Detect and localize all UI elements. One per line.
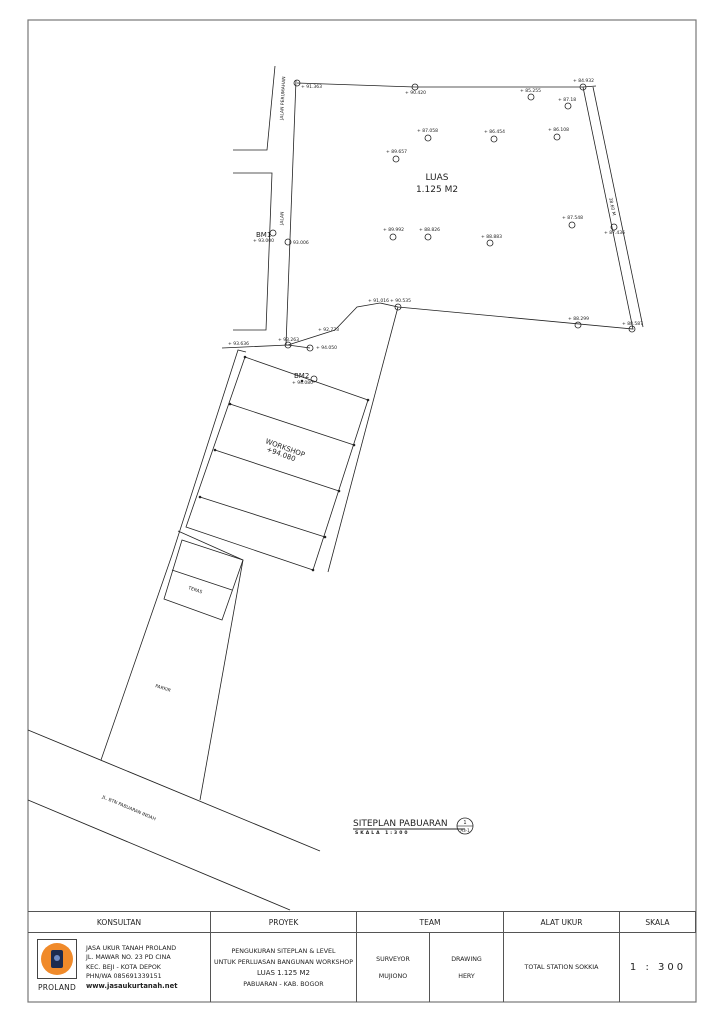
workshop-corner-points bbox=[198, 355, 370, 572]
svg-text:+ 94.050: + 94.050 bbox=[316, 345, 337, 351]
main-street bbox=[27, 729, 321, 911]
konsultan-phone: PHN/WA 085691339151 bbox=[86, 973, 162, 981]
svg-text:+ 87.436: + 87.436 bbox=[604, 230, 625, 236]
svg-text:+ 87.548: + 87.548 bbox=[562, 215, 583, 221]
svg-text:+ 88.826: + 88.826 bbox=[419, 227, 440, 233]
svg-text:+ 89.992: + 89.992 bbox=[383, 227, 404, 233]
svg-text:+ 85.255: + 85.255 bbox=[520, 88, 541, 94]
teras-label: TERAS bbox=[186, 585, 203, 596]
area-label: LUAS bbox=[425, 173, 448, 183]
svg-text:+ 91.016: + 91.016 bbox=[368, 298, 389, 304]
teras bbox=[163, 539, 244, 621]
proyek-body: PENGUKURAN SITEPLAN & LEVEL UNTUK PERLUA… bbox=[211, 933, 357, 1002]
alat-ukur-value: TOTAL STATION SOKKIA bbox=[504, 933, 620, 1002]
svg-text:+ 86.108: + 86.108 bbox=[548, 127, 569, 133]
svg-text:+ 88.299: + 88.299 bbox=[568, 316, 589, 322]
team-surveyor: SURVEYOR MUJIONO bbox=[357, 933, 430, 1002]
spot-level-labels: + 91.363 + 90.420 + 85.255 + 84.932 + 87… bbox=[228, 78, 643, 351]
svg-text:+ 88.883: + 88.883 bbox=[481, 234, 502, 240]
workshop-building bbox=[185, 356, 369, 571]
drawing-title: SITEPLAN PABUARAN bbox=[353, 819, 448, 829]
street-label-alley: JALAN bbox=[279, 211, 286, 226]
svg-text:+ 91.363: + 91.363 bbox=[301, 84, 322, 90]
svg-text:+ 90.420: + 90.420 bbox=[405, 90, 426, 96]
main-street-label: JL. BTN PABUARAN INDAH bbox=[100, 794, 156, 822]
svg-text:+ 89.657: + 89.657 bbox=[386, 149, 407, 155]
svg-text:+ 87.18: + 87.18 bbox=[558, 97, 576, 103]
konsultan-company: JASA UKUR TANAH PROLAND bbox=[86, 944, 177, 952]
drawing-label: DRAWING bbox=[451, 955, 482, 963]
konsultan-address: JASA UKUR TANAH PROLAND JL. MAWAR NO. 23… bbox=[86, 944, 177, 992]
ref-number: 1 bbox=[463, 820, 466, 826]
drawing-frame bbox=[27, 19, 697, 1003]
skala-value: 1 : 300 bbox=[629, 962, 687, 973]
proyek-location: PABUARAN - KAB. BOGOR bbox=[243, 980, 324, 988]
spot-level-markers bbox=[269, 79, 636, 383]
proyek-line-2: UNTUK PERLUASAN BANGUNAN WORKSHOP bbox=[213, 958, 354, 966]
plot-boundary bbox=[287, 82, 644, 346]
svg-text:+ 93.263: + 93.263 bbox=[278, 337, 299, 343]
ref-sheet: A3-1 bbox=[460, 828, 470, 833]
lower-lot bbox=[100, 306, 399, 801]
parkir-label: PARKIR bbox=[154, 683, 171, 694]
svg-text:+ 84.932: + 84.932 bbox=[573, 78, 594, 84]
konsultan-street: JL. MAWAR NO. 23 PD CINA bbox=[86, 954, 171, 962]
logo-text: PROLAND bbox=[38, 982, 76, 992]
drawing-scale-caption: SKALA 1:300 bbox=[355, 830, 409, 836]
team-header: TEAM bbox=[357, 912, 504, 933]
surveyor-name: MUJIONO bbox=[378, 972, 408, 980]
drawing-title-block: SITEPLAN PABUARAN SKALA 1:300 1 A3-1 bbox=[353, 817, 474, 836]
svg-text:+ 86.454: + 86.454 bbox=[484, 129, 505, 135]
area-value: 1.125 M2 bbox=[416, 185, 458, 195]
proyek-header: PROYEK bbox=[211, 912, 357, 933]
konsultan-website[interactable]: www.jasaukurtanah.net bbox=[86, 981, 178, 990]
proland-logo: PROLAND bbox=[36, 938, 78, 997]
side-dimension-label: 38.60 M bbox=[607, 197, 617, 216]
street-jalan-perumahan bbox=[233, 65, 297, 346]
proyek-line-1: PENGUKURAN SITEPLAN & LEVEL bbox=[231, 947, 336, 955]
bm2-elevation: + 94.080 bbox=[292, 380, 313, 386]
street-label-top: JALAN PERUMAHAN bbox=[279, 76, 287, 121]
svg-text:+ 90.535: + 90.535 bbox=[390, 298, 411, 304]
bm1-elevation: + 93.000 bbox=[253, 238, 274, 244]
svg-text:+ 87.058: + 87.058 bbox=[417, 128, 438, 134]
svg-text:+ 88.587: + 88.587 bbox=[622, 321, 643, 327]
proyek-area: LUAS 1.125 M2 bbox=[257, 968, 310, 977]
konsultan-header: KONSULTAN bbox=[28, 912, 211, 933]
drawing-name: HERY bbox=[458, 972, 475, 980]
team-body: SURVEYOR MUJIONO DRAWING HERY bbox=[357, 933, 504, 1002]
total-station-icon bbox=[41, 942, 73, 975]
team-drawing: DRAWING HERY bbox=[430, 933, 503, 1002]
konsultan-body: PROLAND JASA UKUR TANAH PROLAND JL. MAWA… bbox=[28, 933, 211, 1002]
bm1-label: BM1 bbox=[256, 231, 271, 239]
bm2-label: BM2 bbox=[294, 372, 309, 380]
svg-text:93.006: 93.006 bbox=[293, 240, 309, 246]
surveyor-label: SURVEYOR bbox=[376, 955, 410, 963]
alat-ukur-header: ALAT UKUR bbox=[504, 912, 620, 933]
skala-header: SKALA bbox=[620, 912, 696, 933]
konsultan-district: KEC. BEJI - KOTA DEPOK bbox=[86, 963, 161, 971]
svg-text:+ 93.636: + 93.636 bbox=[228, 341, 249, 347]
svg-text:+ 92.773: + 92.773 bbox=[318, 327, 339, 333]
title-block: KONSULTAN PROYEK TEAM ALAT UKUR SKALA PR… bbox=[28, 911, 696, 1002]
